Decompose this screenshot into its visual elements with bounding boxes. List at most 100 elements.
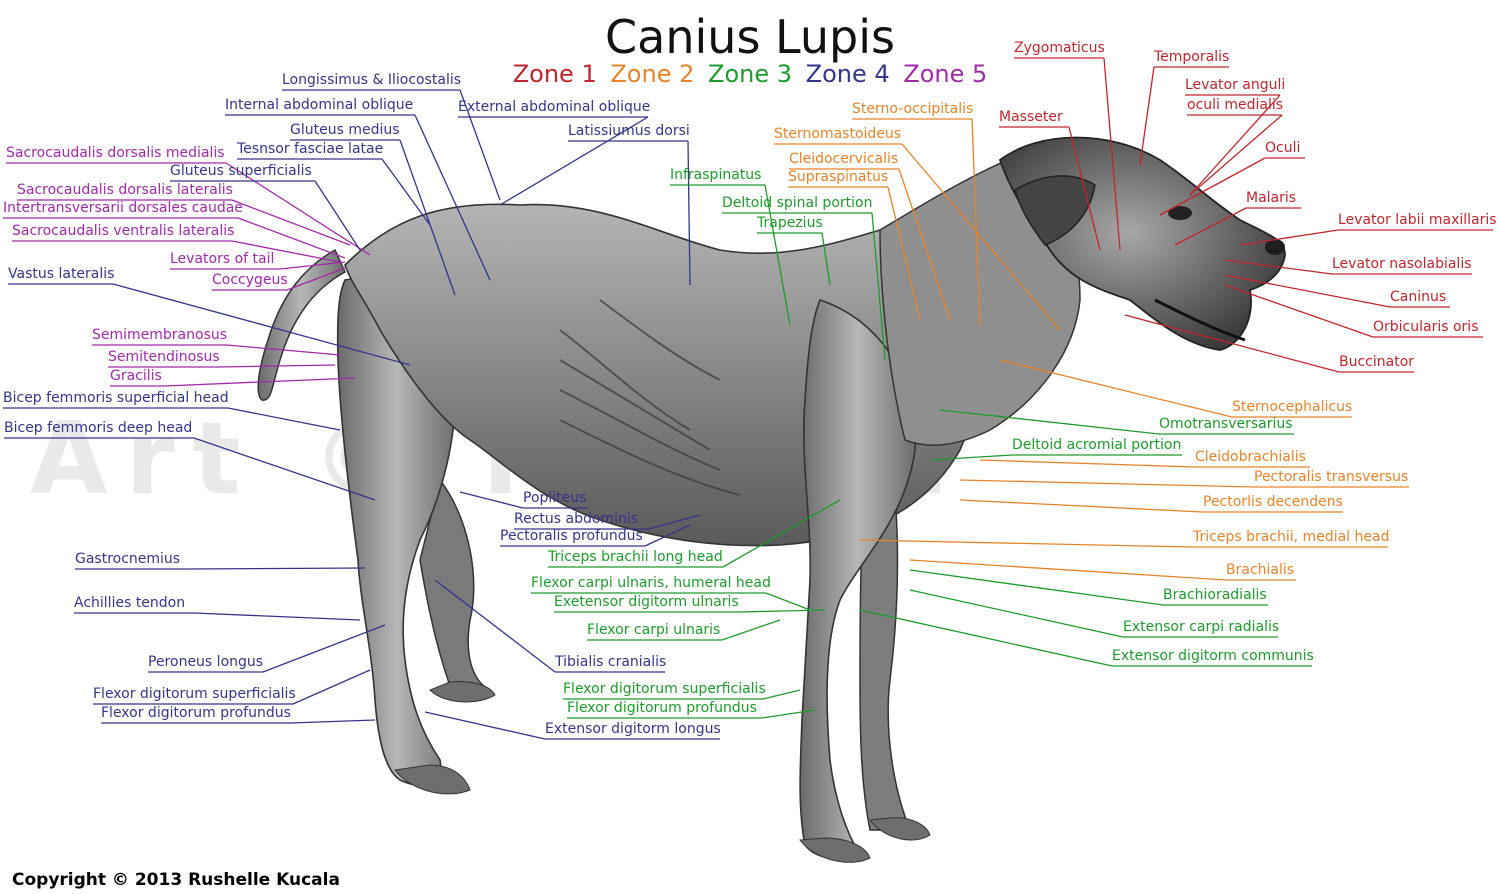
muscle-label: Oculi xyxy=(1265,140,1301,156)
muscle-label: Gluteus medius xyxy=(290,122,400,138)
eye xyxy=(1168,206,1192,220)
muscle-label: Gastrocnemius xyxy=(75,551,181,567)
mouth xyxy=(1154,298,1246,342)
label-leader-line xyxy=(381,158,431,226)
label-leader-line xyxy=(901,143,1061,331)
muscle-label: Pectoralis profundus xyxy=(500,528,643,544)
label-leader-line xyxy=(644,524,691,547)
label-leader-line xyxy=(909,589,1124,638)
label-leader-line xyxy=(721,619,781,641)
rib-striations xyxy=(559,299,741,496)
diagram-title: Canius Lupis xyxy=(605,10,895,64)
paw-hind-near xyxy=(394,764,471,795)
label-leader-line xyxy=(859,609,1113,667)
label-leader-line xyxy=(237,217,346,259)
label-leader-line xyxy=(184,567,366,570)
muscle-label: Supraspinatus xyxy=(788,169,889,185)
label-leader-line xyxy=(764,184,791,326)
label-leader-line xyxy=(217,364,336,368)
label-leader-line xyxy=(761,709,816,719)
zone-legend-item: Zone 2 xyxy=(610,60,695,88)
label-leader-line xyxy=(227,407,341,431)
label-leader-line xyxy=(648,514,701,530)
muscle-label: Flexor digitorum profundus xyxy=(567,700,757,716)
muscle-label: Longissimus & Iliocostalis xyxy=(282,72,462,88)
muscle-label: Pectoralis transversus xyxy=(1254,469,1409,485)
label-leader-line xyxy=(1159,157,1266,216)
paw-hind-far xyxy=(429,681,496,703)
label-leader-line xyxy=(1068,126,1101,251)
label-leader-line xyxy=(1139,66,1155,166)
muscle-label: Sacrocaudalis dorsalis medialis xyxy=(6,145,225,161)
label-leader-line xyxy=(231,240,341,263)
label-leader-line xyxy=(959,499,1204,513)
label-leader-line xyxy=(1224,274,1391,308)
muscle-label: Intertransversarii dorsales caudae xyxy=(3,200,243,216)
label-leader-line xyxy=(687,140,691,286)
muscle-label: Sternocephalicus xyxy=(1232,399,1353,415)
label-leader-line xyxy=(929,454,1013,461)
muscle-label: Triceps brachii long head xyxy=(548,549,723,565)
label-leader-line xyxy=(279,261,346,270)
muscle-label: Temporalis xyxy=(1154,49,1230,65)
muscle-label: Semitendinosus xyxy=(108,349,220,365)
label-leader-line xyxy=(765,592,811,611)
label-leader-line xyxy=(499,116,649,206)
muscle-label: Achillies tendon xyxy=(74,595,186,611)
muscle-label: Zygomaticus xyxy=(1014,40,1105,56)
muscle-label: External abdominal oblique xyxy=(458,99,651,115)
muscle-label: Pectorlis decendens xyxy=(1203,494,1343,510)
muscle-label: Gracilis xyxy=(110,368,162,384)
muscle-label: Bicep femmoris deep head xyxy=(4,420,193,436)
label-leader-line xyxy=(898,168,951,321)
muscle-label: Levator labii maxillaris xyxy=(1338,212,1497,228)
muscle-label: Buccinator xyxy=(1339,354,1415,370)
muscle-label: Flexor carpi ulnaris xyxy=(587,622,721,638)
muscle-label: Malaris xyxy=(1246,190,1297,206)
label-leader-line xyxy=(262,624,386,673)
zone-legend-item: Zone 3 xyxy=(708,60,792,88)
muscle-label: Levator anguli xyxy=(1185,77,1286,93)
muscle-label: Masseter xyxy=(999,109,1063,125)
copyright-notice: Copyright © 2013 Rushelle Kucala xyxy=(12,870,340,890)
label-leader-line xyxy=(290,719,376,724)
label-leader-line xyxy=(399,139,456,296)
muscle-label: oculi medialis xyxy=(1187,97,1284,113)
label-leader-line xyxy=(314,180,361,251)
muscle-label: Levators of tail xyxy=(170,251,275,267)
muscle-label: Popliteus xyxy=(523,490,587,506)
muscle-label: Tibialis cranialis xyxy=(555,654,667,670)
label-leader-line xyxy=(164,377,356,387)
muscle-label: Infraspinatus xyxy=(670,167,762,183)
label-leader-line xyxy=(292,669,371,705)
muscle-label: Sterno-occipitalis xyxy=(852,101,974,117)
label-leader-line xyxy=(821,232,831,286)
label-leader-line xyxy=(112,283,411,366)
label-leader-line xyxy=(871,212,886,361)
label-leader-line xyxy=(1239,229,1339,246)
label-leader-line xyxy=(286,267,346,291)
muscle-label: Flexor carpi ulnaris, humeral head xyxy=(531,575,771,591)
muscle-label: Semimembranosus xyxy=(92,327,228,343)
label-leader-line xyxy=(1189,94,1281,196)
label-leader-line xyxy=(722,499,841,568)
muscle-label: Trapezius xyxy=(757,215,823,231)
label-leader-line xyxy=(231,199,351,246)
label-leader-line xyxy=(1103,57,1121,251)
label-leader-line xyxy=(1189,114,1283,196)
label-leader-line xyxy=(434,579,556,673)
label-leader-line xyxy=(226,344,341,356)
zone-legend-item: Zone 5 xyxy=(903,60,988,88)
muscle-label: Cleidobrachialis xyxy=(1195,449,1306,465)
label-leader-line xyxy=(999,359,1233,418)
muscle-label: Extensor digitorm communis xyxy=(1112,648,1314,664)
ear xyxy=(1014,175,1096,246)
label-leader-line xyxy=(909,559,1227,581)
muscle-label: Orbicularis oris xyxy=(1373,319,1479,335)
muscle-label: Extensor carpi radialis xyxy=(1123,619,1280,635)
label-leader-line xyxy=(1224,284,1374,338)
muscle-label: Brachialis xyxy=(1226,562,1295,578)
muscle-label: Caninus xyxy=(1390,289,1447,305)
